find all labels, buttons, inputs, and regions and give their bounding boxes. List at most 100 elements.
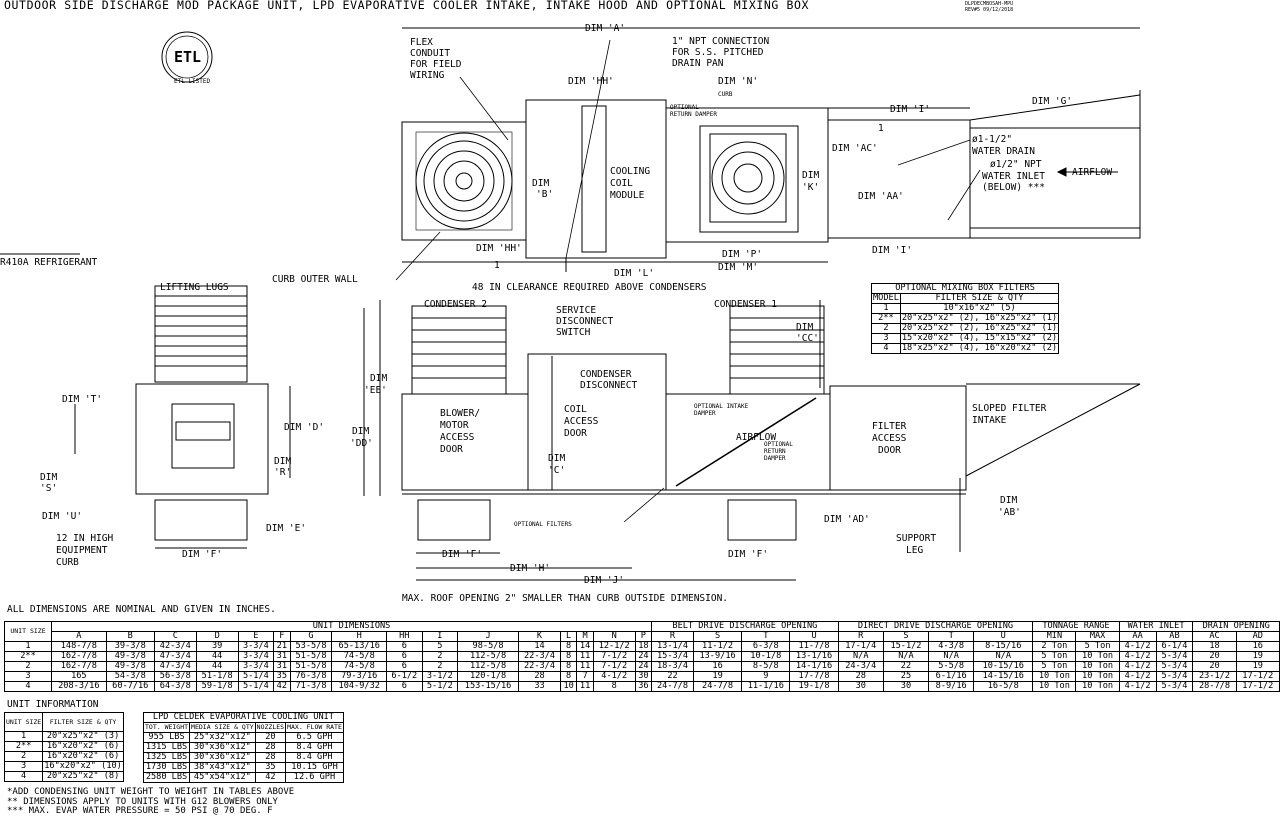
- refrigerant-label: R410A REFRIGERANT: [0, 257, 98, 268]
- table-cell: 12-1/2: [592, 641, 636, 652]
- celdek-header: MAX. FLOW RATE: [285, 722, 344, 733]
- table-cell: 17-1/4: [837, 641, 884, 652]
- table-cell: 1: [3, 641, 53, 652]
- table-cell: 5 Ton: [1032, 661, 1077, 672]
- svg-text:'R': 'R': [274, 467, 291, 478]
- table-cell: 2 Ton: [1032, 641, 1077, 652]
- svg-text:AIRFLOW: AIRFLOW: [1072, 167, 1112, 178]
- table-cell: 4-1/2: [1118, 671, 1157, 682]
- table-cell: 42-3/4: [153, 641, 197, 652]
- table-cell: 208-3/16: [51, 681, 107, 692]
- svg-text:'B': 'B': [536, 189, 553, 200]
- mixing-box-header: MODEL: [871, 293, 901, 304]
- table-cell: 30: [882, 681, 930, 692]
- svg-text:WATER DRAIN: WATER DRAIN: [972, 146, 1035, 157]
- table-cell: 11-1/2: [692, 641, 743, 652]
- table-cell: 5: [421, 641, 459, 652]
- svg-text:DIM: DIM: [548, 453, 565, 464]
- table-cell: 16-5/8: [973, 681, 1034, 692]
- column-header: MIN: [1032, 631, 1077, 642]
- table-cell: 5-1/4: [237, 681, 275, 692]
- celdek-table: LPD CELDEK EVAPORATIVE COOLING UNIT TOT.…: [142, 712, 344, 783]
- table-cell: 39-3/8: [105, 641, 155, 652]
- mixing-box-header: FILTER SIZE & QTY: [899, 293, 1060, 304]
- table-cell: 22: [651, 671, 694, 682]
- svg-text:DIM: DIM: [796, 322, 813, 333]
- svg-text:OPTIONAL: OPTIONAL: [764, 441, 793, 448]
- table-cell: 19: [1235, 661, 1280, 672]
- column-header: K: [518, 631, 561, 642]
- svg-text:DAMPER: DAMPER: [764, 455, 786, 462]
- logo-caption: ETL LISTED: [174, 78, 211, 85]
- table-cell: 13-9/16: [692, 651, 743, 662]
- svg-text:'CC': 'CC': [796, 333, 819, 344]
- table-cell: 10 Ton: [1075, 681, 1120, 692]
- table-cell: 5-3/4: [1155, 671, 1194, 682]
- column-header: E: [237, 631, 275, 642]
- svg-text:SWITCH: SWITCH: [556, 327, 591, 338]
- table-cell: 6: [386, 681, 423, 692]
- table-cell: 4-1/2: [592, 671, 636, 682]
- table-cell: 13-1/16: [789, 651, 839, 662]
- svg-text:DIM 'G': DIM 'G': [1032, 96, 1072, 107]
- table-cell: 33: [518, 681, 561, 692]
- side-view: [74, 285, 291, 549]
- table-cell: 16: [1235, 641, 1280, 652]
- svg-text:AIRFLOW: AIRFLOW: [736, 432, 776, 443]
- table-cell: 5-1/4: [237, 671, 275, 682]
- table-cell: 9: [741, 671, 791, 682]
- svg-text:1" NPT CONNECTION: 1" NPT CONNECTION: [672, 36, 770, 47]
- svg-text:ACCESS: ACCESS: [872, 433, 907, 444]
- table-cell: 8: [559, 671, 578, 682]
- svg-text:CONDENSER 1: CONDENSER 1: [714, 299, 777, 310]
- unit-size-header: UNIT SIZE: [3, 621, 53, 642]
- table-cell: 17-7/8: [789, 671, 839, 682]
- table-cell: 98-5/8: [457, 641, 520, 652]
- svg-text:12 IN HIGH: 12 IN HIGH: [56, 533, 113, 544]
- table-cell: 6-3/8: [741, 641, 791, 652]
- column-header: A: [51, 631, 107, 642]
- svg-text:DIM 'H': DIM 'H': [510, 563, 550, 574]
- table-cell: 74-5/8: [331, 661, 388, 672]
- svg-text:WIRING: WIRING: [410, 70, 445, 81]
- table-cell: 49-3/8: [105, 661, 155, 672]
- table-cell: 165: [51, 671, 107, 682]
- celdek-title: LPD CELDEK EVAPORATIVE COOLING UNIT: [143, 712, 344, 723]
- table-cell: 2: [3, 661, 53, 672]
- unit-info-header: UNIT SIZE: [3, 712, 44, 732]
- table-cell: 2: [421, 651, 459, 662]
- svg-text:FOR FIELD: FOR FIELD: [410, 59, 462, 70]
- svg-text:DIM 'U': DIM 'U': [42, 511, 82, 522]
- table-cell: 5-3/4: [1155, 651, 1194, 662]
- table-cell: 18-3/4: [651, 661, 694, 672]
- svg-text:LIFTING LUGS: LIFTING LUGS: [160, 282, 229, 293]
- footnote: *ADD CONDENSING UNIT WEIGHT TO WEIGHT IN…: [7, 787, 295, 797]
- table-cell: 7-1/2: [592, 651, 636, 662]
- group-header: DIRECT DRIVE DISCHARGE OPENING: [837, 621, 1034, 632]
- table-cell: 4-1/2: [1118, 661, 1157, 672]
- table-cell: 47-3/4: [153, 661, 197, 672]
- svg-text:WATER INLET: WATER INLET: [982, 171, 1045, 182]
- svg-text:RETURN: RETURN: [764, 448, 786, 455]
- table-cell: 36: [634, 681, 653, 692]
- revision-code: DLPDECMBOSAH-MPU: [965, 1, 1014, 7]
- column-header: D: [195, 631, 239, 642]
- column-header: U: [973, 631, 1034, 642]
- table-cell: 28-7/8: [1192, 681, 1237, 692]
- svg-text:SERVICE: SERVICE: [556, 305, 596, 316]
- column-header: AA: [1118, 631, 1157, 642]
- table-cell: 76-3/8: [289, 671, 333, 682]
- svg-text:DIM 'F': DIM 'F': [442, 549, 482, 560]
- table-cell: 4-1/2: [1118, 651, 1157, 662]
- svg-text:SLOPED FILTER: SLOPED FILTER: [972, 403, 1047, 414]
- footnote: ** DIMENSIONS APPLY TO UNITS WITH G12 BL…: [7, 796, 278, 807]
- column-header: M: [576, 631, 594, 642]
- table-cell: 14-1/16: [789, 661, 839, 672]
- drawing-title: OUTDOOR SIDE DISCHARGE MOD PACKAGE UNIT,…: [4, 0, 810, 12]
- group-header-row: UNIT SIZE UNIT DIMENSIONS BELT DRIVE DIS…: [3, 621, 1280, 642]
- table-cell: 2: [421, 661, 459, 672]
- table-cell: 24: [634, 651, 653, 662]
